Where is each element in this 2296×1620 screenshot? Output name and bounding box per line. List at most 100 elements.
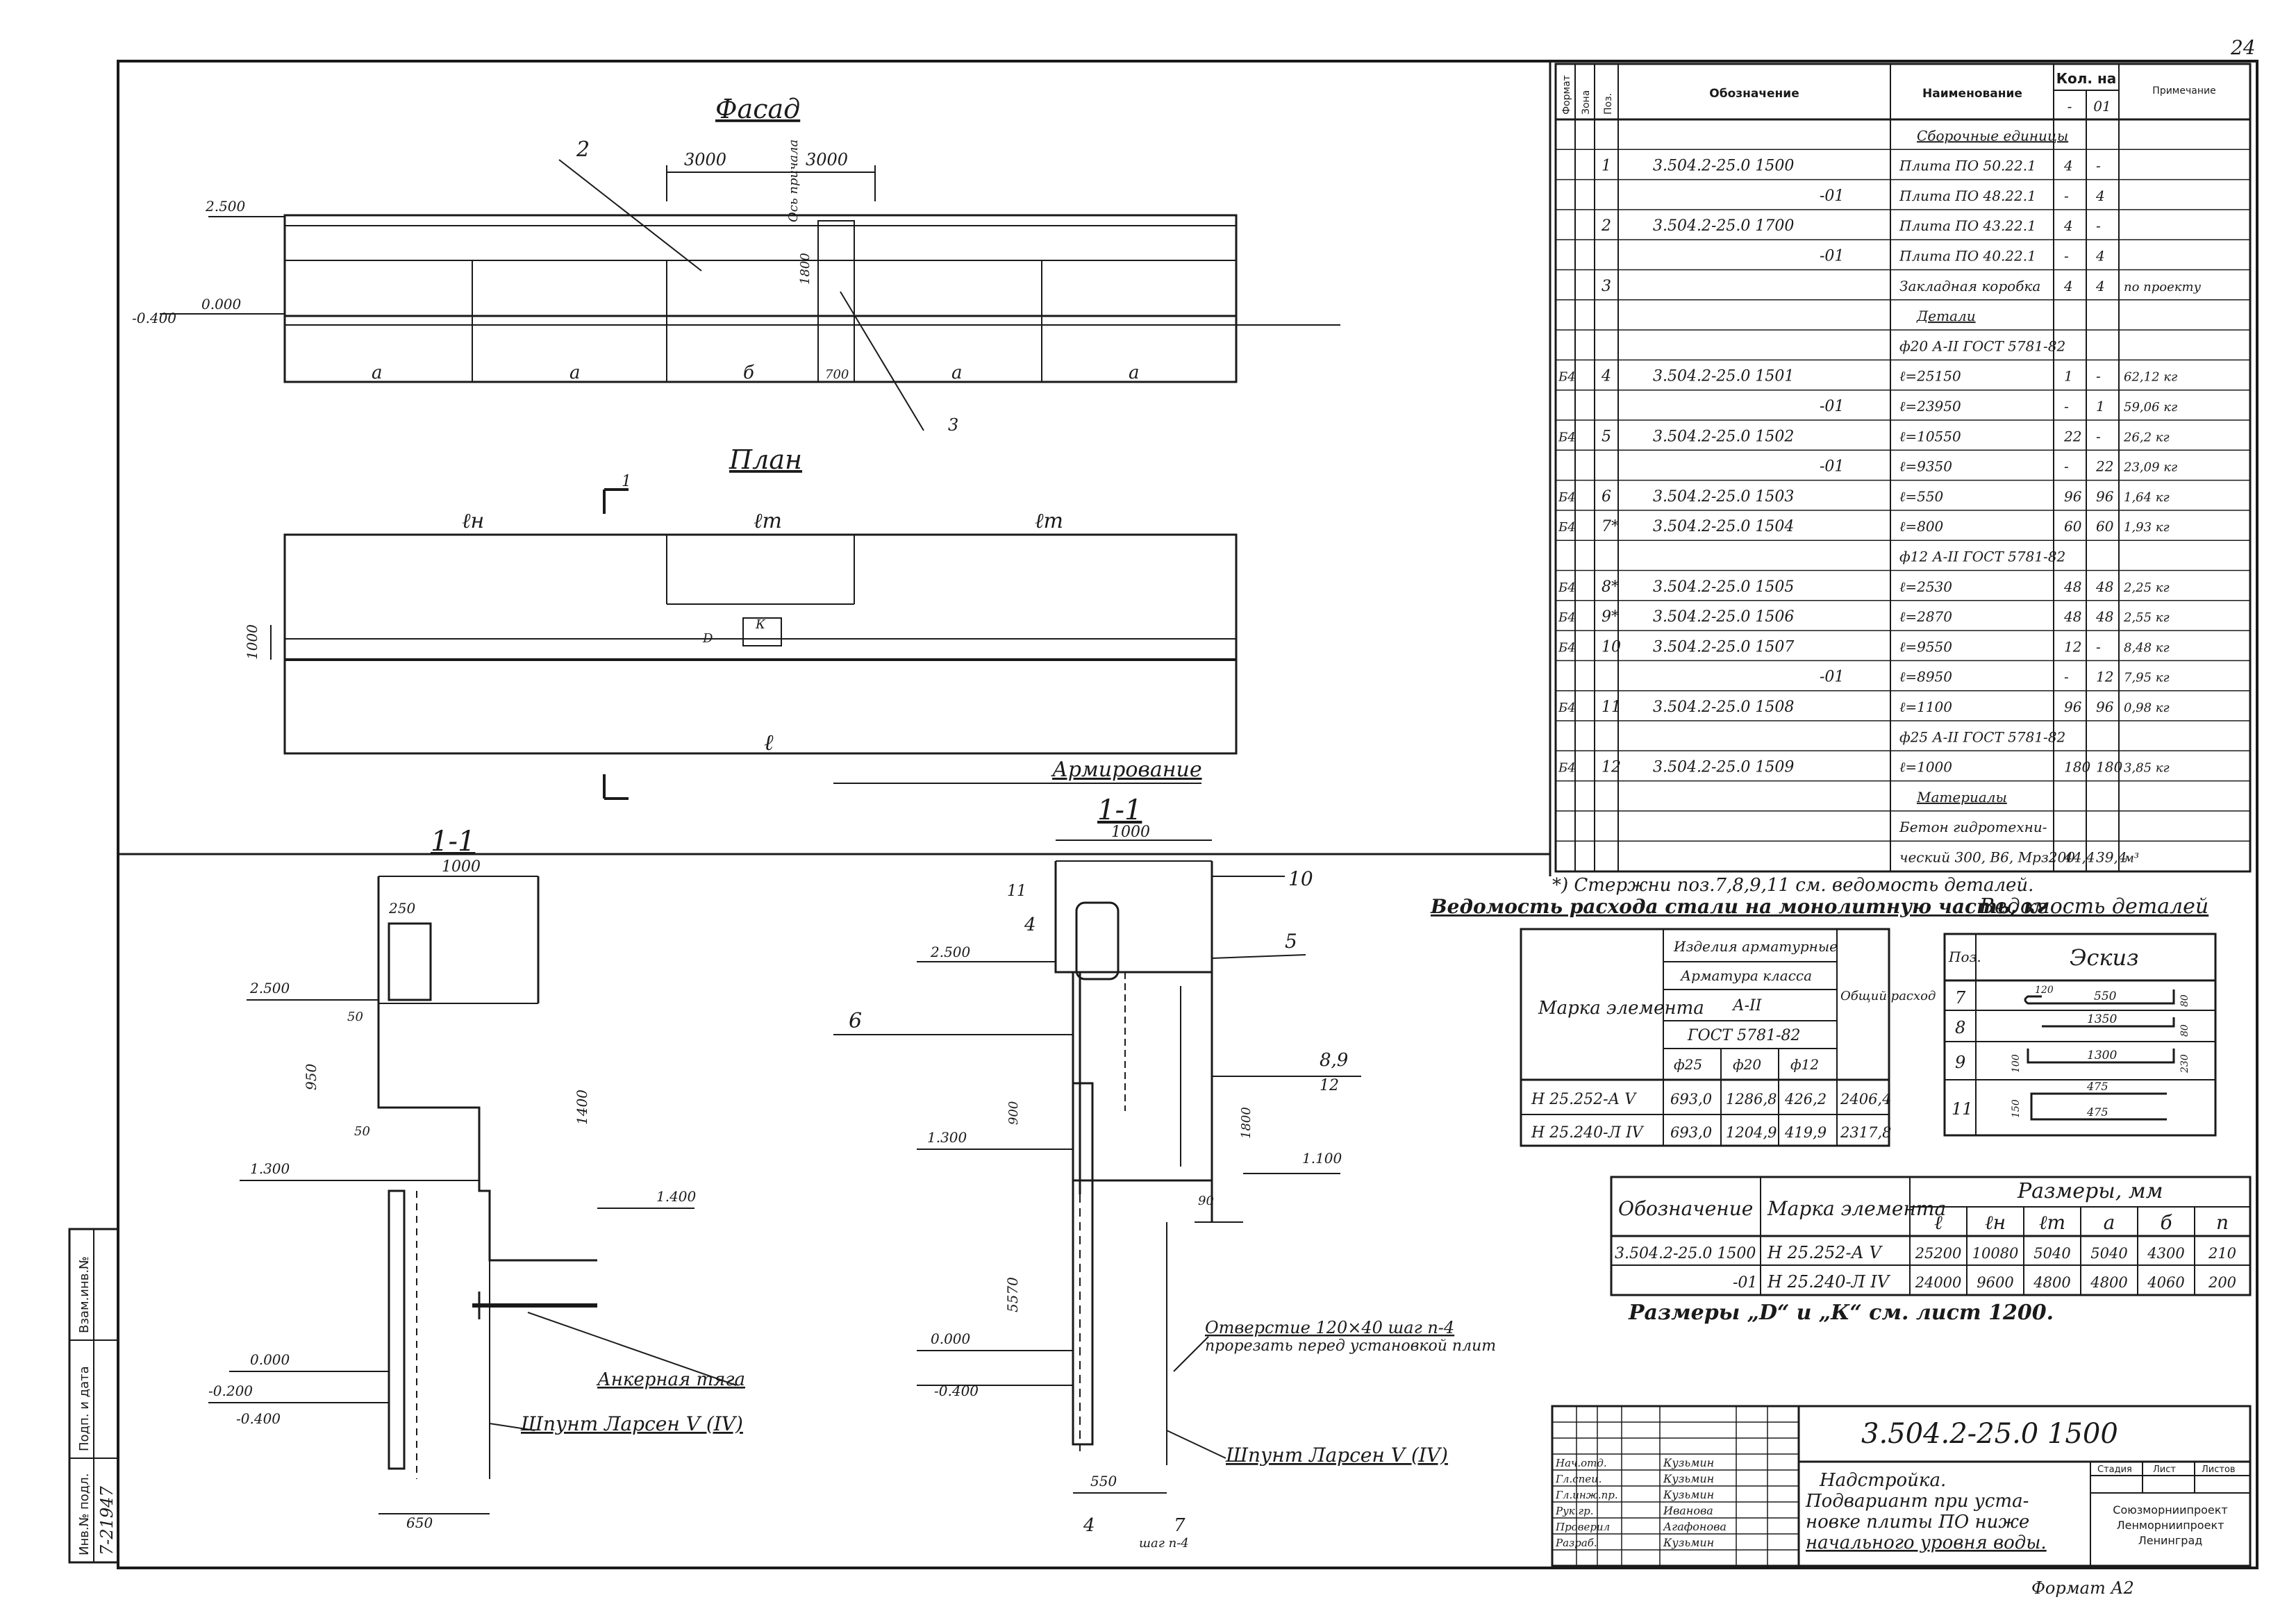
section-right-hole-note-1: Отверстие 120×40 шаг п-4 bbox=[1205, 1318, 1454, 1337]
spec-cell-pos: 4 bbox=[1601, 368, 1611, 385]
spec-cell-qty-1: 48 bbox=[2095, 578, 2113, 595]
facade-dim-a1: а bbox=[372, 362, 383, 383]
plan-left-dim: 1000 bbox=[244, 624, 260, 660]
spec-cell-pos: 2 bbox=[1601, 217, 1611, 235]
spec-cell-qty-0: - bbox=[2064, 458, 2069, 475]
section-left-anchor-label: Анкерная тяга bbox=[596, 1369, 745, 1390]
spec-cell-name: ф25 А-II ГОСТ 5781-82 bbox=[1899, 728, 2065, 745]
spec-cell-designation: 3.504.2-25.0 1501 bbox=[1653, 368, 1794, 385]
section-left-width: 1000 bbox=[442, 858, 481, 876]
spec-header-qty: Кол. на bbox=[2056, 70, 2117, 87]
dims-col-mark: Марка элемента bbox=[1767, 1197, 1946, 1220]
spec-cell-name: Закладная коробка bbox=[1899, 278, 2040, 294]
spec-cell-qty-0: - bbox=[2064, 669, 2069, 685]
title-block-line-0: Надстройка. bbox=[1819, 1470, 1946, 1491]
facade-slab bbox=[283, 214, 1238, 383]
section-left-sheet-pile bbox=[388, 1189, 406, 1470]
spec-cell-pos: 10 bbox=[1602, 638, 1621, 655]
section-left-dim-50b: 50 bbox=[354, 1124, 370, 1139]
plan-dim-D: D bbox=[702, 631, 713, 646]
spec-header-qty-0: - bbox=[2068, 98, 2072, 115]
section-right-elev-1100: 1.100 bbox=[1302, 1150, 1342, 1167]
signer-role: Гл.спец. bbox=[1555, 1473, 1602, 1485]
dims-cell-value: 200 bbox=[2208, 1274, 2236, 1291]
dims-cell-value: 210 bbox=[2208, 1245, 2236, 1262]
spec-cell-qty-1: 1 bbox=[2096, 398, 2105, 415]
title-block-org-1: Ленморниипроект bbox=[2117, 1519, 2224, 1532]
steel-row-1-v3: 419,9 bbox=[1784, 1124, 1827, 1141]
plan-label-l: ℓ bbox=[764, 729, 774, 755]
signer-name: Кузьмин bbox=[1663, 1488, 1714, 1501]
section-right-dim-1800: 1800 bbox=[1239, 1107, 1254, 1139]
facade-axis-label: Ось причала bbox=[786, 140, 801, 222]
details-table: Ведомость деталей Поз. Эскиз 7 120 550 8… bbox=[1943, 894, 2217, 1137]
spec-cell-designation: 3.504.2-25.0 1700 bbox=[1653, 217, 1794, 235]
spec-cell-note: 62,12 кг bbox=[2124, 370, 2177, 385]
signer-role: Рук.гр. bbox=[1555, 1505, 1593, 1517]
section-left-elev-0: 0.000 bbox=[250, 1351, 290, 1368]
side-stamp-inv-label: Инв.№ подл. bbox=[77, 1473, 92, 1555]
steel-table: Ведомость расхода стали на монолитную ча… bbox=[1430, 895, 2048, 1147]
spec-cell-designation: 3.504.2-25.0 1503 bbox=[1653, 488, 1794, 506]
section-right-title: 1-1 bbox=[1097, 794, 1142, 826]
facade-joint bbox=[817, 220, 855, 383]
signer-role: Нач.отд. bbox=[1555, 1457, 1607, 1469]
signer-name: Кузьмин bbox=[1663, 1472, 1714, 1485]
title-block-line-3: начального уровня воды. bbox=[1806, 1533, 2047, 1553]
facade-dim-vertical: 1800 bbox=[798, 253, 813, 285]
spec-cell-format: Б4 bbox=[1558, 701, 1576, 715]
details-row-7-pos: 7 bbox=[1955, 988, 1966, 1008]
spec-cell-name: ℓ=25150 bbox=[1899, 368, 1961, 385]
section-right-elev-top: 2.500 bbox=[930, 944, 971, 960]
section-left-elev-1400: 1.400 bbox=[656, 1188, 697, 1205]
spec-cell-name: ℓ=8950 bbox=[1899, 669, 1952, 685]
side-stamp-inv-number: 7-21947 bbox=[97, 1486, 117, 1555]
spec-cell-designation: 3.504.2-25.0 1504 bbox=[1653, 518, 1794, 535]
spec-cell-designation: 3.504.2-25.0 1509 bbox=[1653, 759, 1794, 776]
spec-cell-qty-0: 96 bbox=[2064, 488, 2082, 505]
spec-cell-name: ф12 А-II ГОСТ 5781-82 bbox=[1899, 549, 2065, 565]
dims-subheader: а bbox=[2104, 1211, 2115, 1234]
spec-cell-qty-1: - bbox=[2096, 158, 2101, 174]
spec-cell-name: Плита ПО 43.22.1 bbox=[1899, 217, 2036, 234]
spec-cell-designation: -01 bbox=[1820, 187, 1844, 205]
steel-row-1-total: 2317,8 bbox=[1840, 1124, 1891, 1141]
spec-cell-designation: -01 bbox=[1820, 669, 1844, 686]
spec-cell-designation: -01 bbox=[1820, 398, 1844, 415]
dims-subheader: б bbox=[2160, 1211, 2172, 1234]
spec-cell-pos: 3 bbox=[1602, 278, 1611, 295]
spec-cell-note: 3,85 кг bbox=[2124, 761, 2170, 776]
title-block-line-2: новке плиты ПО ниже bbox=[1806, 1512, 2029, 1533]
details-row-9-pos: 9 bbox=[1955, 1053, 1965, 1072]
spec-cell-note: 23,09 кг bbox=[2123, 460, 2177, 475]
spec-cell-name: Сборочные единицы bbox=[1917, 127, 2068, 144]
spec-cell-qty-0: 48 bbox=[2063, 608, 2081, 625]
section-right-pos-10: 10 bbox=[1288, 867, 1313, 890]
title-block: Нач.отд.КузьминГл.спец.КузьминГл.инж.пр.… bbox=[1551, 1405, 2252, 1598]
dims-cell-value: 4300 bbox=[2147, 1245, 2184, 1262]
spec-cell-qty-1: 180 bbox=[2096, 759, 2122, 776]
spec-cell-note: 7,95 кг bbox=[2124, 671, 2170, 685]
spec-cell-qty-1: - bbox=[2096, 428, 2101, 444]
section-right-pos-12: 12 bbox=[1320, 1077, 1339, 1094]
spec-cell-pos: 12 bbox=[1602, 759, 1621, 776]
spec-cell-pos: 11 bbox=[1602, 699, 1621, 716]
spec-cell-name: Плита ПО 40.22.1 bbox=[1899, 248, 2036, 265]
steel-col-total: Общий расход bbox=[1840, 989, 1936, 1003]
spec-cell-note: 26,2 кг bbox=[2123, 430, 2170, 444]
spec-cell-qty-0: 60 bbox=[2064, 518, 2082, 535]
facade-dim-right: 3000 bbox=[806, 150, 848, 169]
spec-cell-name: ℓ=10550 bbox=[1899, 428, 1961, 444]
title-block-stage-1: Лист bbox=[2153, 1464, 2176, 1475]
sheet-number: 24 bbox=[2230, 36, 2256, 59]
spec-cell-qty-0: 22 bbox=[2063, 428, 2081, 444]
spec-cell-format: Б4 bbox=[1558, 490, 1576, 505]
spec-cell-pos: 6 bbox=[1602, 488, 1611, 506]
spec-cell-name: ℓ=550 bbox=[1899, 488, 1944, 505]
steel-row-1-mark: Н 25.240-Л IV bbox=[1531, 1124, 1645, 1142]
section-right-slab bbox=[1072, 971, 1213, 1182]
details-row-9-dim-1: 1300 bbox=[2087, 1049, 2117, 1062]
title-block-org-0: Союзморниипроект bbox=[2113, 1503, 2227, 1517]
